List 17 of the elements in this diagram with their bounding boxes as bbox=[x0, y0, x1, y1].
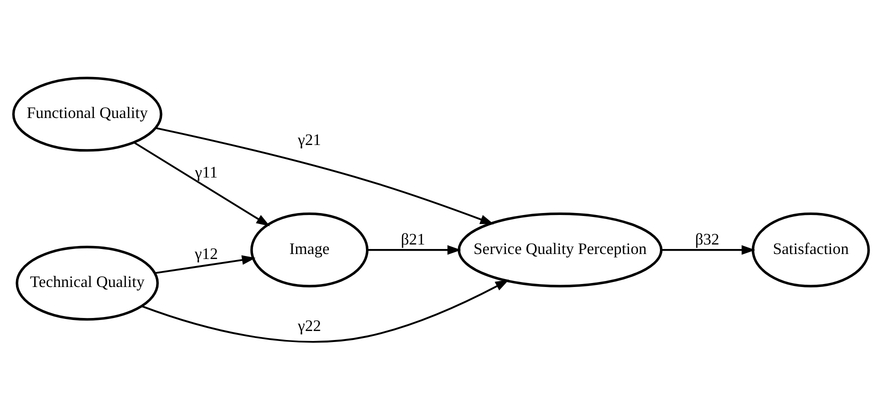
edge-label: γ12 bbox=[194, 245, 218, 262]
arrow bbox=[662, 244, 756, 254]
arrow bbox=[154, 254, 256, 274]
arrow bbox=[367, 244, 462, 254]
arrow bbox=[141, 279, 510, 342]
arrow bbox=[155, 126, 494, 224]
edge-label: γ21 bbox=[298, 132, 322, 149]
edge-label: γ22 bbox=[298, 318, 322, 335]
edge-label: γ11 bbox=[195, 164, 218, 181]
node-ellipse: Image bbox=[250, 212, 368, 287]
edge-label: β32 bbox=[695, 231, 720, 248]
edge-label: β21 bbox=[400, 231, 426, 248]
node-ellipse: Technical Quality bbox=[16, 245, 159, 320]
node-ellipse: Service Quality Perception bbox=[458, 212, 663, 287]
arrow bbox=[133, 141, 270, 226]
node-ellipse: Satisfaction bbox=[752, 212, 870, 287]
node-ellipse: Functional Quality bbox=[12, 76, 162, 152]
